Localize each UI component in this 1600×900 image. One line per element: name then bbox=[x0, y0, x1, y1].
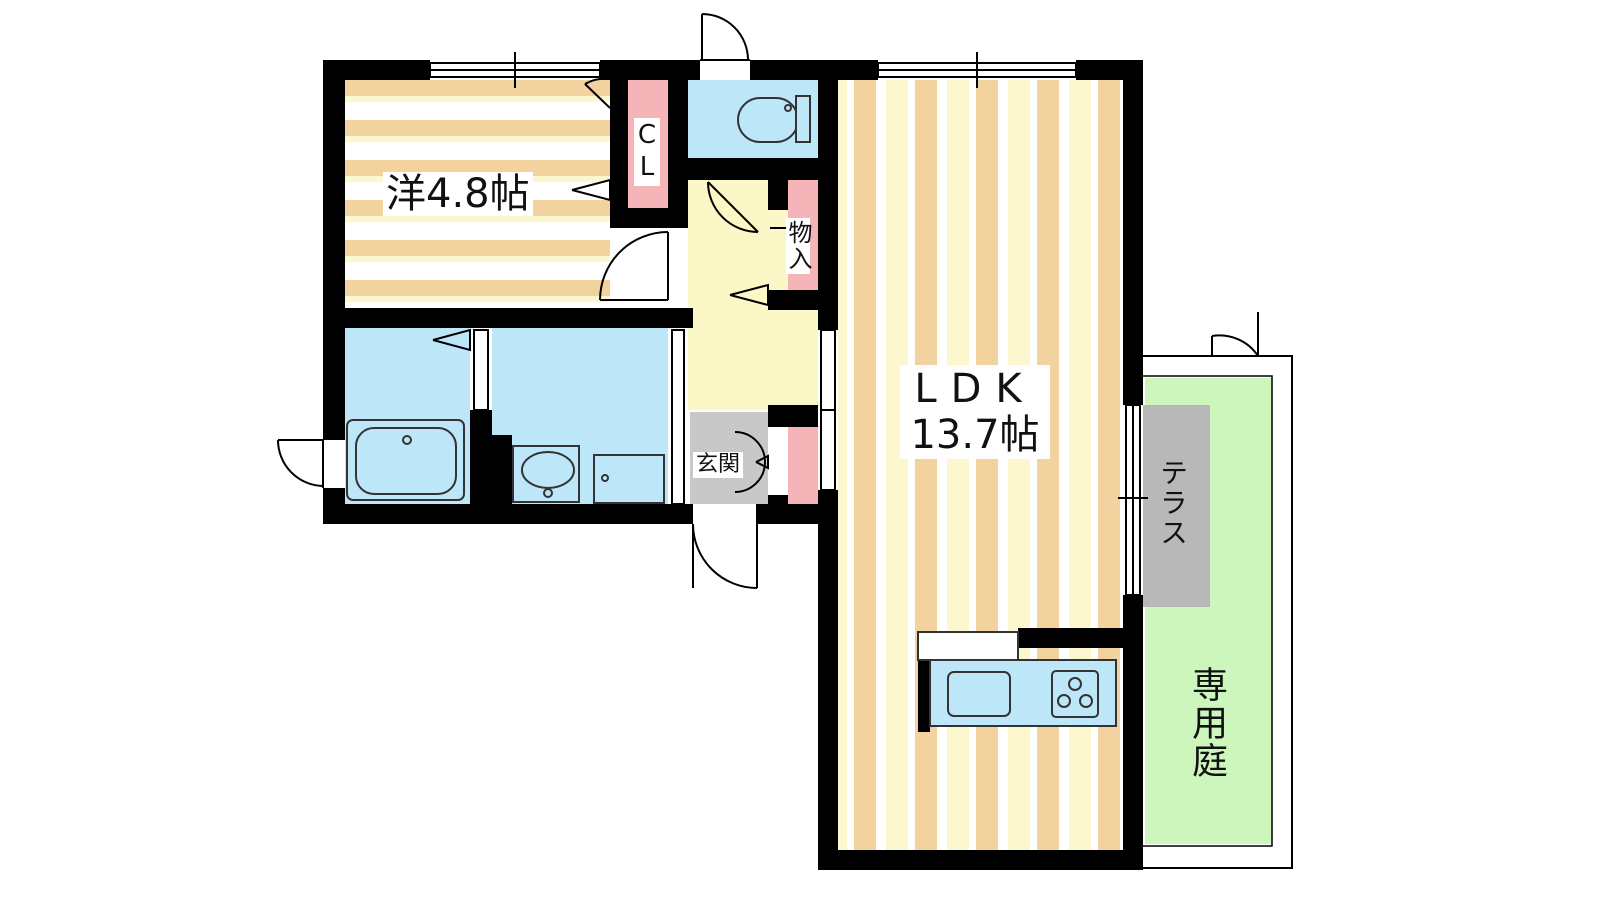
garden-fence bbox=[1143, 355, 1293, 869]
fixtures bbox=[346, 95, 1117, 727]
storage-label: 物入 bbox=[784, 218, 812, 274]
walls bbox=[323, 60, 1143, 870]
entrance-label: 玄関 bbox=[693, 452, 744, 478]
garden-fence-inner bbox=[1143, 375, 1273, 847]
ldk-floor bbox=[838, 80, 1123, 850]
closet-label: CL bbox=[632, 118, 662, 186]
ldk-label-block: LDK 13.7帖 bbox=[900, 365, 1050, 459]
doors bbox=[277, 13, 1259, 589]
washing-machine bbox=[593, 454, 665, 504]
kitchen-sink bbox=[947, 671, 1011, 717]
windows bbox=[429, 52, 1148, 596]
terrace-label: テラス bbox=[1156, 458, 1189, 548]
terrace-floor bbox=[1143, 405, 1210, 607]
stove bbox=[1051, 670, 1099, 718]
ldk-size: 13.7帖 bbox=[910, 412, 1040, 458]
ldk-name: LDK bbox=[914, 366, 1036, 412]
western-room-label: 洋4.8帖 bbox=[383, 172, 533, 216]
shoe-cabinet bbox=[788, 426, 818, 504]
garden-label: 専用庭 bbox=[1186, 666, 1227, 780]
